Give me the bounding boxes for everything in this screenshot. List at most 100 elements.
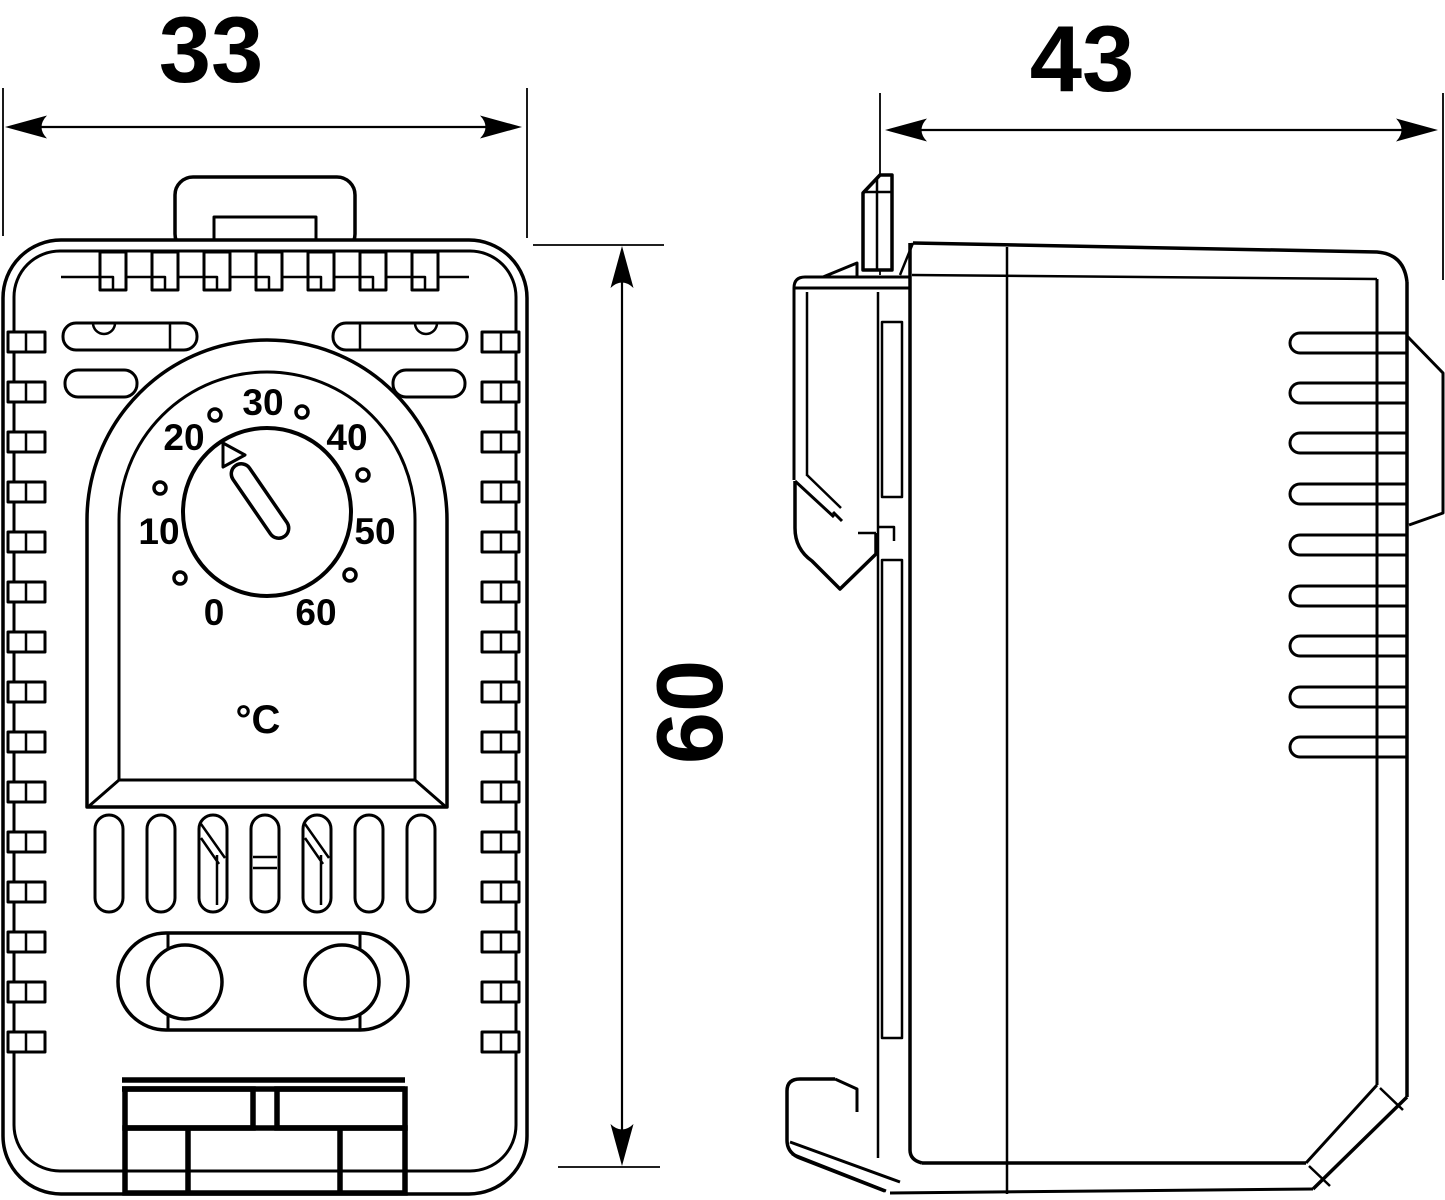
dim-height-label: 60 (637, 660, 742, 765)
drawing-primitive (792, 275, 910, 480)
drawing-primitive (834, 1077, 859, 1112)
drawing-primitive (1288, 685, 1408, 709)
dim-depth-label: 43 (1030, 6, 1135, 111)
din-clip-side (785, 261, 910, 1193)
dial-unit-label: °C (236, 698, 281, 742)
arrowhead-icon (480, 115, 522, 139)
drawing-primitive (98, 275, 427, 292)
side-clip-tab[interactable] (861, 173, 894, 272)
terminal-screw-left[interactable] (146, 943, 224, 1021)
drawing-primitive (207, 407, 223, 423)
drawing-primitive (145, 813, 177, 914)
dial-scale-60: 60 (295, 592, 336, 633)
knob-slot (229, 462, 291, 540)
drawing-primitive (150, 275, 167, 292)
knob-pointer-icon (221, 441, 247, 469)
back-tab (1405, 334, 1445, 527)
scale-dots (152, 404, 371, 586)
clip-wedge (821, 261, 859, 279)
drawing-primitive (91, 322, 172, 350)
side-ribs-left (6, 330, 47, 1054)
front-view: 33 60 (1, 0, 742, 1196)
drawing-primitive (1288, 431, 1408, 455)
drawing-primitive (93, 813, 125, 914)
drawing-primitive (172, 570, 188, 586)
drawing-primitive (391, 368, 467, 399)
slot-internal-detail (199, 823, 227, 905)
drawing-primitive (98, 275, 115, 292)
drawing-primitive (254, 275, 271, 292)
drawing-primitive (789, 1140, 901, 1193)
drawing-primitive (294, 404, 310, 420)
side-vent-slots (1288, 331, 1408, 759)
arrowhead-icon (885, 118, 927, 142)
drawing-primitive (1308, 1087, 1404, 1187)
slot-internal-detail (253, 855, 277, 870)
drawing-primitive (1288, 735, 1408, 759)
drawing-primitive (1288, 634, 1408, 658)
drawing-primitive (358, 322, 439, 350)
drawing-primitive (1288, 584, 1408, 608)
drawing-primitive (1288, 381, 1408, 405)
terminal-screw-right[interactable] (303, 943, 381, 1021)
drawing-primitive (1288, 482, 1408, 506)
bottom-edge-outer (889, 1187, 1314, 1195)
dim-width-front-label: 33 (159, 0, 264, 102)
arrowhead-icon (610, 1124, 634, 1166)
panel-bevel (87, 778, 447, 809)
arrowhead-icon (610, 246, 634, 288)
drawing-primitive (898, 242, 1378, 281)
drawing-primitive (152, 480, 168, 496)
clip-hook-top (793, 481, 878, 591)
drawing-primitive (858, 525, 896, 541)
drawing-primitive (63, 368, 139, 399)
drawing-primitive (353, 813, 385, 914)
bottom-chamfer-inner (1304, 1083, 1379, 1165)
drawing-primitive (197, 813, 229, 914)
drawing-primitive (1288, 533, 1408, 557)
drawing-primitive (93, 813, 437, 914)
drawing-primitive (405, 813, 437, 914)
dial-scale-30: 30 (242, 382, 283, 423)
drawing-primitive (202, 275, 219, 292)
dial-scale-20: 20 (163, 417, 204, 458)
drawing-primitive (355, 467, 371, 483)
bottom-chamfer-outer (1311, 1095, 1409, 1191)
front-width-dimension: 33 (2, 0, 528, 238)
drawing-primitive (122, 1125, 408, 1196)
dial-scale-40: 40 (326, 417, 367, 458)
drawing-primitive (342, 567, 358, 583)
drawing-primitive (358, 275, 375, 292)
front-height-dimension: 60 (533, 244, 742, 1168)
din-clip-front (122, 1077, 408, 1196)
front-face (908, 243, 923, 1165)
drawing-primitive (410, 275, 427, 292)
dial-scale-10: 10 (138, 511, 179, 552)
lower-vent-slots (93, 813, 437, 914)
drawing-primitive (1288, 331, 1408, 355)
slot-internal-detail (303, 823, 331, 905)
drawing-primitive (331, 321, 469, 352)
temperature-dial: 0 10 20 30 40 50 60 °C (138, 382, 395, 742)
side-depth-dimension: 43 (879, 6, 1444, 280)
drawing-primitive (301, 813, 333, 914)
drawing-primitive (185, 1128, 343, 1193)
side-housing (889, 241, 1445, 1195)
dial-scale-0: 0 (204, 592, 225, 633)
drawing-primitive (863, 178, 892, 270)
clip-plate-slot (880, 558, 904, 1040)
side-view: 43 (785, 6, 1445, 1195)
arrowhead-icon (1396, 118, 1438, 142)
clip-hook-bottom (785, 1077, 901, 1193)
arrowhead-icon (5, 115, 47, 139)
drawing-primitive (806, 474, 842, 509)
top-edge (912, 241, 1409, 283)
clip-spring-arm (793, 479, 836, 519)
drawing-primitive (831, 510, 844, 523)
drawing-primitive (785, 1077, 886, 1193)
side-ribs-right (480, 330, 521, 1054)
terminal-recess (116, 931, 410, 1032)
top-vent-comb (61, 250, 469, 292)
